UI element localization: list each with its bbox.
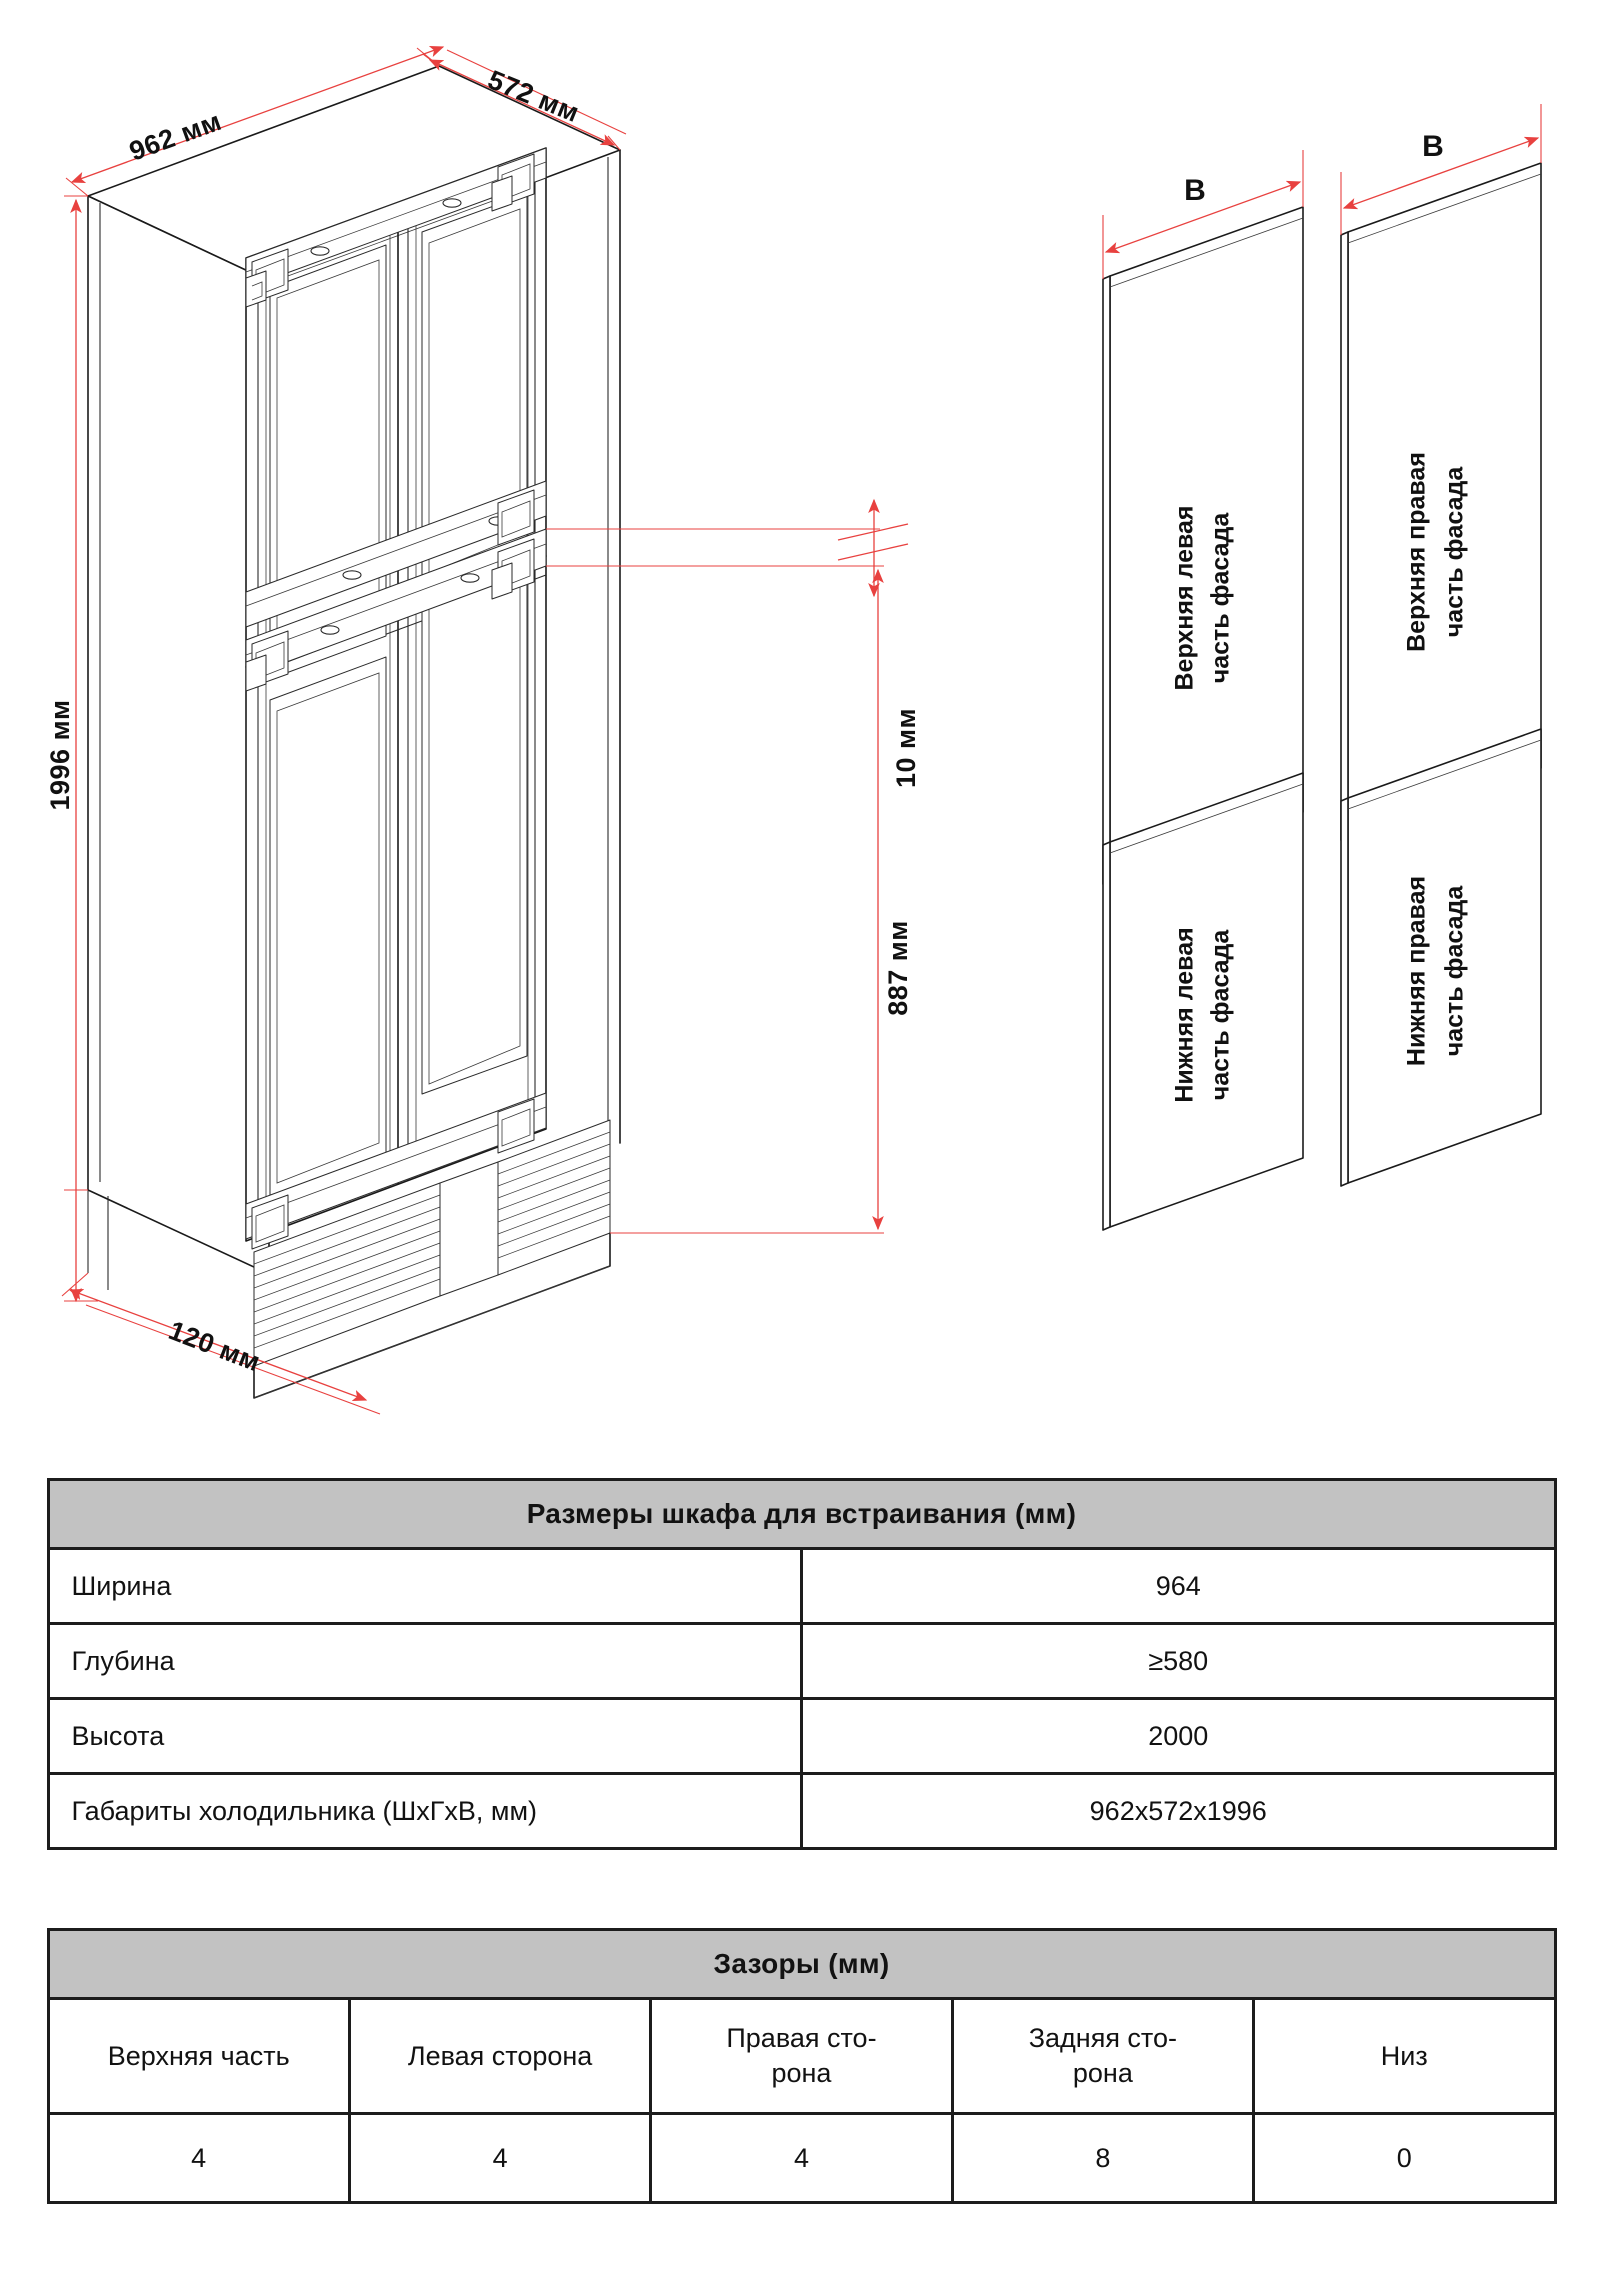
table-column-header-row: Верхняя часть Левая сторона Правая сто- … [46,1997,1557,2115]
dimension-lower-887 [546,565,884,1234]
tables-container: Размеры шкафа для встраивания (мм) Ширин… [0,1430,1603,2204]
table-row: Ширина 964 [46,1547,1557,1625]
plinth-center-panel [439,1161,499,1297]
drawing-svg: 962 мм 572 мм 1996 мм 10 мм 887 мм 120 м [45,45,1542,1415]
facade-label-upper-left-line2: часть фасада [1207,512,1235,684]
facade-label-lower-left-line1: Нижняя левая [1171,927,1199,1102]
table-row: 4 4 4 8 0 [46,2112,1557,2204]
dimension-label-887: 887 мм [883,920,913,1016]
clearance-gaps-table: Зазоры (мм) Верхняя часть Левая сторона … [46,1928,1557,2204]
facade-dim-upper-left [1102,150,1304,279]
facade-dim-upper-right [1340,104,1542,235]
facade-label-lower-right-line1: Нижняя правая [1403,876,1431,1066]
cabinet-dimensions-table: Размеры шкафа для встраивания (мм) Ширин… [46,1478,1557,1850]
facade-label-upper-right-line1: Верхняя правая [1403,452,1431,652]
gaps-value-top: 4 [46,2112,351,2204]
table-row: Глубина ≥580 [46,1622,1557,1700]
row-value-height: 2000 [800,1697,1557,1775]
gaps-col-header-top: Верхняя часть [46,1997,351,2115]
gaps-col-header-right-line2: рона [771,2058,832,2088]
gaps-value-left: 4 [347,2112,653,2204]
dimension-gap-10 [546,498,909,598]
hinge-mid-left [245,630,289,692]
hinge-top-right [491,153,535,212]
gaps-col-header-bottom: Низ [1252,1997,1557,2115]
door-assembly [245,147,611,1399]
row-value-depth: ≥580 [800,1622,1557,1700]
hinge-mid2-right [497,489,535,546]
facade-width-mark-upper-left: В [1184,174,1206,207]
row-label-depth: Глубина [46,1622,803,1700]
facade-panel-upper-left [1102,206,1304,885]
facade-panel-lower-right [1340,728,1542,1187]
row-value-width: 964 [800,1547,1557,1625]
gaps-value-right: 4 [649,2112,954,2204]
gaps-col-header-back-line1: Задняя сто- [1028,2023,1178,2054]
facade-panel-upper-right [1340,162,1542,841]
cabinet-table-header: Размеры шкафа для встраивания (мм) [46,1478,1557,1550]
door-panel-lower-left [269,656,387,1197]
facade-label-lower-right-line2: часть фасада [1441,885,1469,1057]
gaps-table-header: Зазоры (мм) [46,1928,1557,2000]
gaps-value-bottom: 0 [1252,2112,1557,2204]
hinge-top-left [245,248,289,308]
technical-drawing-area: 962 мм 572 мм 1996 мм 10 мм 887 мм 120 м [45,45,1542,1415]
gaps-col-header-right: Правая сто- рона [649,1997,954,2115]
gaps-col-header-left-line1: Левая сторона [407,2040,593,2071]
gaps-col-header-left: Левая сторона [347,1997,653,2115]
facade-width-mark-upper-right: В [1422,130,1444,163]
dimension-label-10: 10 мм [891,708,921,788]
cabinet-right-edge [607,149,621,1150]
gaps-value-back: 8 [950,2112,1256,2204]
dimension-plinth-120 [61,1272,381,1415]
gaps-col-header-top-line1: Верхняя часть [107,2040,290,2071]
bottom-rail [245,1092,547,1250]
row-label-width: Ширина [46,1547,803,1625]
gaps-col-header-back: Задняя сто- рона [950,1997,1256,2115]
table-header-row: Зазоры (мм) [46,1928,1557,2000]
table-header-row: Размеры шкафа для встраивания (мм) [46,1478,1557,1550]
row-label-height: Высота [46,1697,803,1775]
row-label-overall: Габариты холодильника (ШхГхВ, мм) [46,1772,803,1850]
facade-label-upper-left-line1: Верхняя левая [1171,505,1199,690]
table-row: Габариты холодильника (ШхГхВ, мм) 962х57… [46,1772,1557,1850]
facade-label-upper-right-line2: часть фасада [1441,466,1469,638]
door-panel-lower-right [421,557,528,1095]
row-value-overall: 962х572х1996 [800,1772,1557,1850]
gaps-col-header-bottom-line1: Низ [1380,2040,1428,2071]
facade-panel-lower-left [1102,772,1304,1231]
table-row: Высота 2000 [46,1697,1557,1775]
facade-label-lower-left-line2: часть фасада [1207,929,1235,1101]
gaps-col-header-back-line2: рона [1072,2058,1133,2088]
dimension-label-120: 120 мм [165,1315,265,1377]
gaps-col-header-right-line1: Правая сто- [726,2023,877,2054]
dimension-label-1996: 1996 мм [45,699,75,810]
middle-hinge-rail-upper [245,480,547,628]
hinge-mid-right [491,538,535,600]
dimension-depth-top [422,49,627,151]
